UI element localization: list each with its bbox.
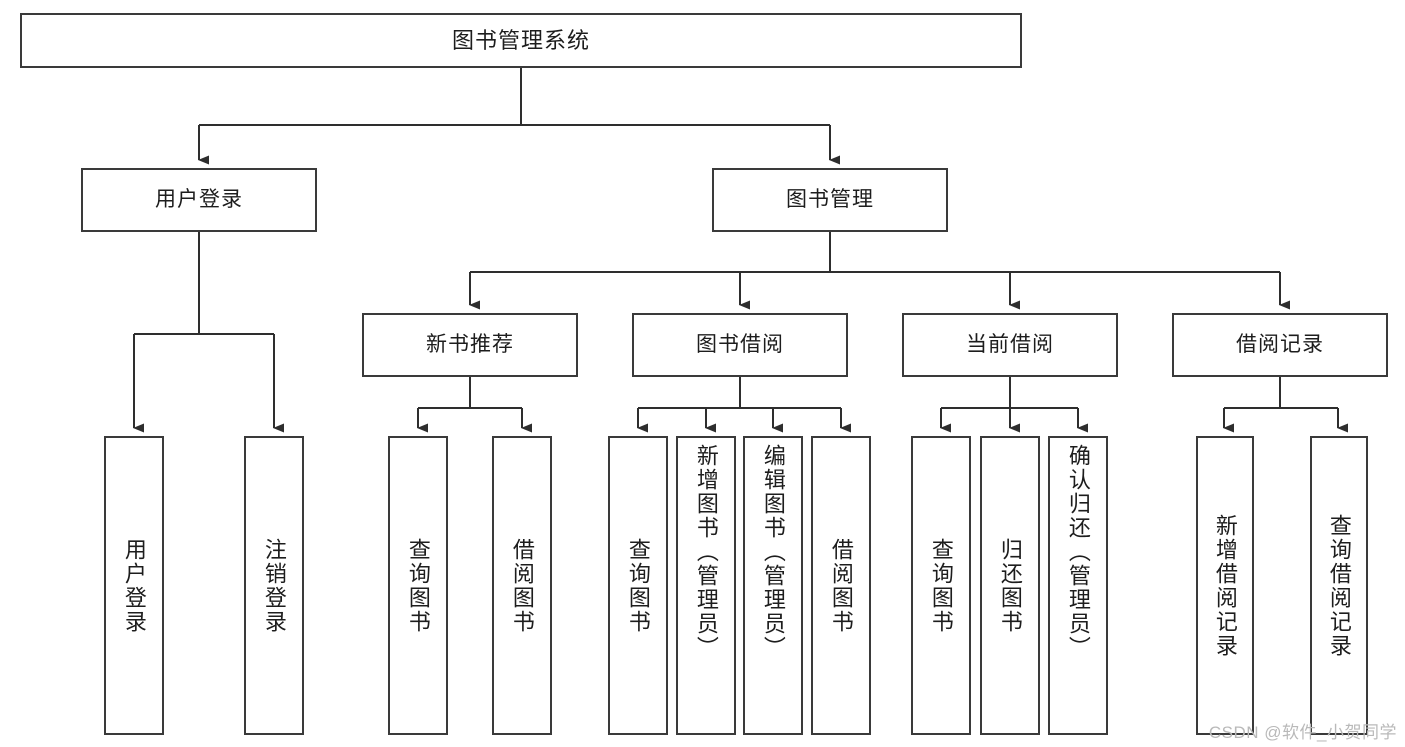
leaf-book-borrow-edit-book-admin[interactable]: 编辑图书（管理员） [743, 436, 803, 735]
leaf-borrow-record-query-record[interactable]: 查询借阅记录 [1310, 436, 1368, 735]
leaf-label: 借阅图书 [509, 537, 535, 634]
leaf-label: 借阅图书 [828, 537, 854, 634]
leaf-current-borrow-query-books[interactable]: 查询图书 [911, 436, 971, 735]
leaf-new-book-borrow-books[interactable]: 借阅图书 [492, 436, 552, 735]
leaf-label: 查询图书 [405, 537, 431, 634]
leaf-current-borrow-return-books[interactable]: 归还图书 [980, 436, 1040, 735]
node-borrowing-record[interactable]: 借阅记录 [1172, 313, 1388, 377]
node-current-borrowing[interactable]: 当前借阅 [902, 313, 1118, 377]
node-label: 用户登录 [155, 187, 243, 211]
leaf-new-book-query-books[interactable]: 查询图书 [388, 436, 448, 735]
leaf-book-borrow-add-book-admin[interactable]: 新增图书（管理员） [676, 436, 736, 735]
node-user-login[interactable]: 用户登录 [81, 168, 317, 232]
node-book-borrowing[interactable]: 图书借阅 [632, 313, 848, 377]
leaf-label: 用户登录 [121, 537, 147, 634]
leaf-label: 查询图书 [928, 537, 954, 634]
leaf-label: 查询图书 [625, 537, 651, 634]
node-root-book-management-system[interactable]: 图书管理系统 [20, 13, 1022, 68]
leaf-book-borrow-query-books[interactable]: 查询图书 [608, 436, 668, 735]
node-label: 图书管理系统 [451, 27, 590, 53]
leaf-label: 编辑图书（管理员） [760, 444, 786, 660]
leaf-borrow-record-add-record[interactable]: 新增借阅记录 [1196, 436, 1254, 735]
leaf-label: 新增图书（管理员） [693, 444, 719, 660]
node-label: 新书推荐 [426, 332, 514, 356]
node-label: 当前借阅 [966, 332, 1054, 356]
leaf-user-login-login[interactable]: 用户登录 [104, 436, 164, 735]
node-book-management[interactable]: 图书管理 [712, 168, 948, 232]
node-label: 借阅记录 [1236, 332, 1324, 356]
node-new-book-recommendation[interactable]: 新书推荐 [362, 313, 578, 377]
leaf-label: 新增借阅记录 [1212, 513, 1238, 658]
leaf-label: 查询借阅记录 [1326, 513, 1352, 658]
node-label: 图书借阅 [696, 332, 784, 356]
leaf-label: 确认归还（管理员） [1065, 444, 1091, 660]
node-label: 图书管理 [786, 187, 874, 211]
leaf-user-login-logout[interactable]: 注销登录 [244, 436, 304, 735]
leaf-label: 归还图书 [997, 537, 1023, 634]
leaf-current-borrow-confirm-return-admin[interactable]: 确认归还（管理员） [1048, 436, 1108, 735]
leaf-label: 注销登录 [261, 537, 287, 634]
leaf-book-borrow-borrow-books[interactable]: 借阅图书 [811, 436, 871, 735]
